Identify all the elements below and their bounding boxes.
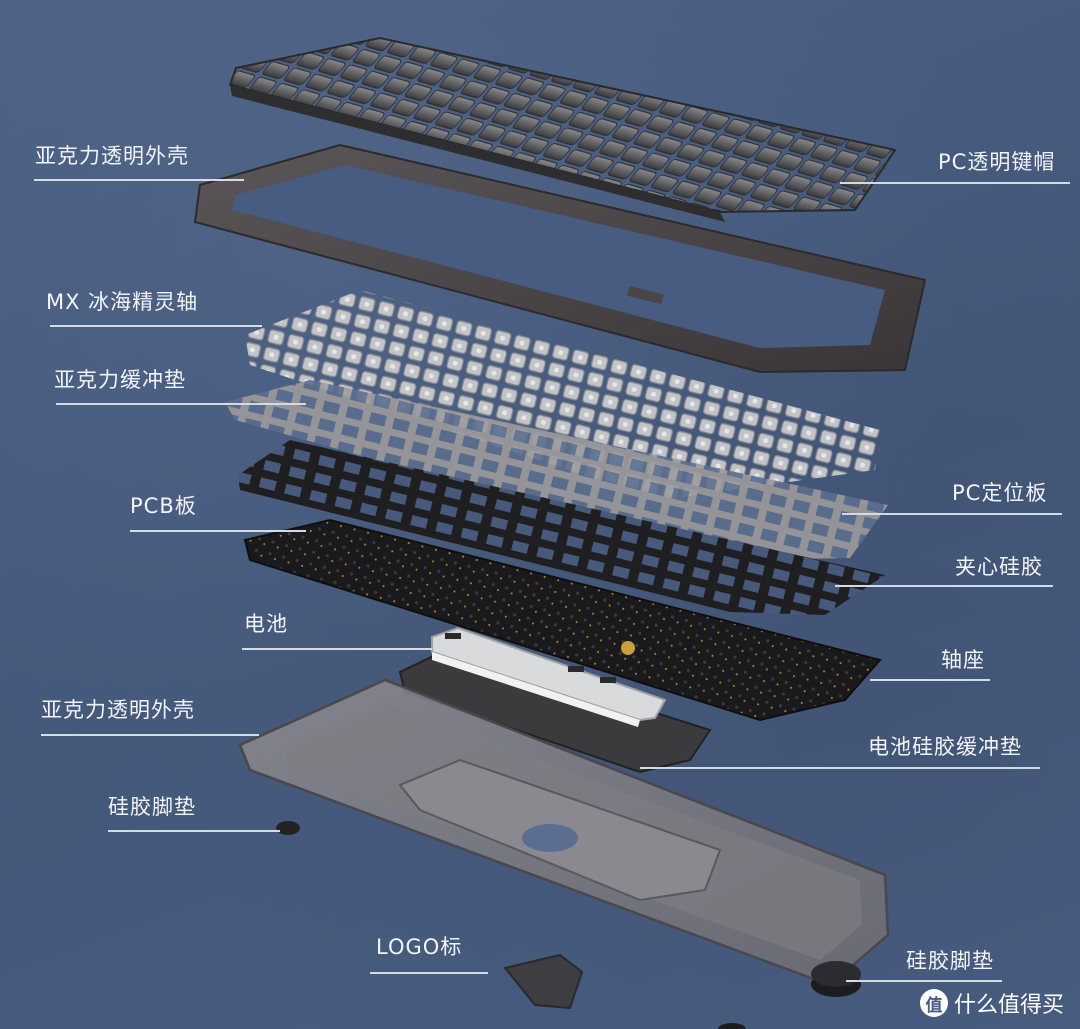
leader-battery-pad	[640, 767, 1040, 769]
leader-battery	[242, 648, 432, 650]
label-logo: LOGO标	[376, 935, 463, 959]
label-top-case: 亚克力透明外壳	[35, 144, 189, 168]
pcb-layer	[243, 518, 882, 722]
keycaps-layer	[228, 36, 897, 222]
top-case-layer	[193, 143, 927, 374]
foot-right	[811, 961, 861, 997]
bottom-case-layer	[238, 678, 890, 987]
switches-layer	[245, 290, 880, 500]
label-keycaps: PC透明键帽	[938, 150, 1056, 174]
label-plate: PC定位板	[952, 481, 1048, 505]
battery-layer	[431, 626, 667, 727]
leader-pcb	[130, 530, 306, 532]
foot-left	[276, 821, 300, 835]
leader-plate	[842, 513, 1062, 515]
label-acrylic-foam: 亚克力缓冲垫	[54, 368, 186, 392]
label-sockets: 轴座	[941, 648, 985, 672]
leader-top-case	[34, 179, 244, 181]
label-feet-left: 硅胶脚垫	[108, 795, 196, 819]
leader-logo	[370, 972, 488, 974]
label-battery: 电池	[244, 612, 288, 636]
leader-feet-right	[846, 980, 1002, 982]
leader-bottom-case	[41, 734, 259, 736]
watermark: 值 什么值得买	[919, 987, 1064, 1019]
leader-switches	[50, 325, 262, 327]
label-bottom-case: 亚克力透明外壳	[41, 698, 195, 722]
label-pcb: PCB板	[130, 494, 197, 518]
label-switches: MX 冰海精灵轴	[46, 290, 199, 314]
label-sandwich-silicone: 夹心硅胶	[955, 555, 1043, 579]
leader-acrylic-foam	[56, 403, 306, 405]
sandwich-silicone-layer	[238, 440, 885, 615]
leader-sandwich-silicone	[835, 585, 1053, 587]
watermark-logo-icon: 值	[919, 989, 948, 1017]
leader-sockets	[870, 679, 990, 681]
label-feet-right: 硅胶脚垫	[906, 949, 994, 973]
label-battery-pad: 电池硅胶缓冲垫	[868, 735, 1022, 759]
logo-badge	[503, 953, 584, 1010]
acrylic-foam-layer	[225, 380, 888, 560]
leader-keycaps	[840, 182, 1070, 184]
leader-feet-left	[108, 830, 280, 832]
foot-bottom	[718, 1023, 746, 1029]
watermark-text: 什么值得买	[953, 993, 1064, 1018]
